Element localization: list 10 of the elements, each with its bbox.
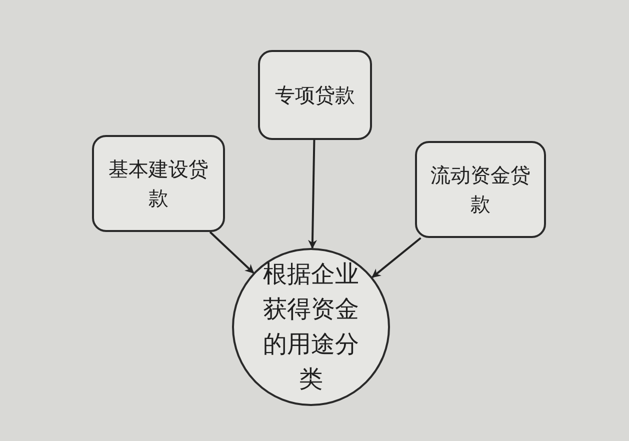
loan-type-box	[415, 141, 546, 238]
loan-type-text: 专项贷款	[275, 82, 355, 108]
arrow	[308, 140, 317, 249]
loan-type-text: 流动资金贷款	[430, 162, 532, 218]
loan-type-box	[92, 135, 225, 232]
loan-type-text: 基本建设贷款	[108, 156, 210, 212]
loan-type-box	[258, 50, 372, 140]
arrow	[372, 237, 422, 278]
arrow	[209, 231, 254, 274]
category-text: 根据企业获得资金的用途分类	[262, 259, 360, 395]
